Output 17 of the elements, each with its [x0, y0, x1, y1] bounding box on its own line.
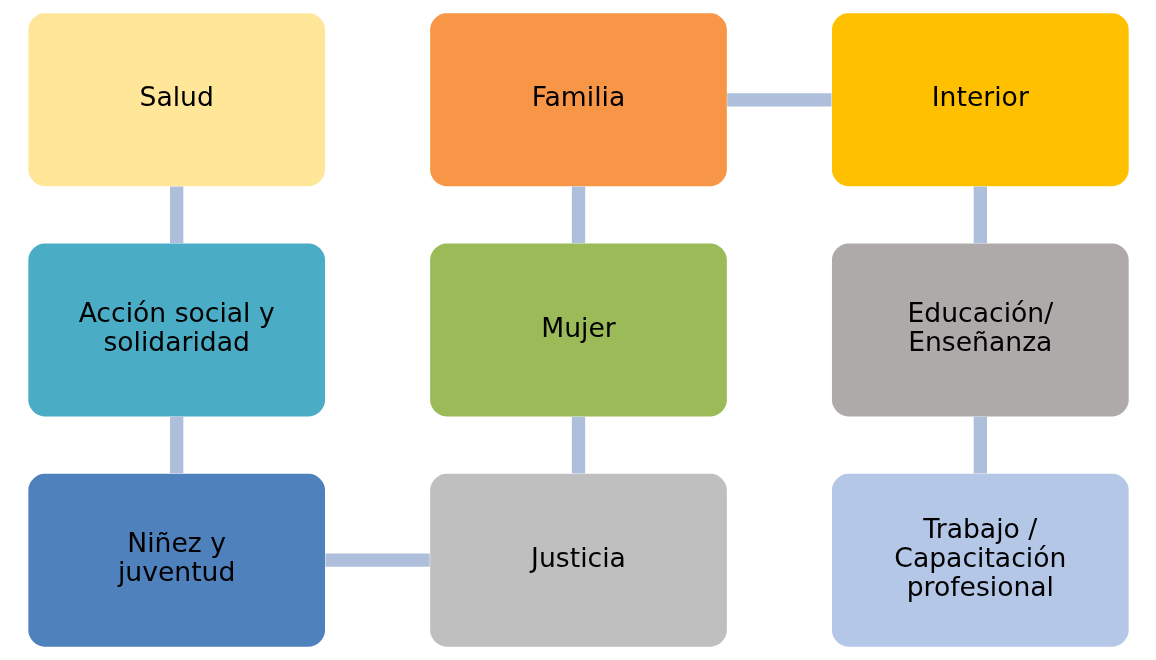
connector	[169, 416, 183, 474]
node-box: Acción social y solidaridad	[27, 243, 325, 417]
node-box: Mujer	[429, 243, 727, 417]
node-box: Niñez y juventud	[27, 473, 325, 647]
connector	[169, 186, 183, 244]
node-box: Familia	[429, 13, 727, 187]
connector	[324, 553, 430, 567]
connector	[571, 416, 585, 474]
node-box: Salud	[27, 13, 325, 187]
connector	[571, 186, 585, 244]
connector	[726, 93, 832, 107]
node-box: Educación/ Enseñanza	[831, 243, 1129, 417]
node-box: Justicia	[429, 473, 727, 647]
connector	[973, 186, 987, 244]
node-box: Interior	[831, 13, 1129, 187]
connector	[973, 416, 987, 474]
node-box: Trabajo / Capacitación profesional	[831, 473, 1129, 647]
